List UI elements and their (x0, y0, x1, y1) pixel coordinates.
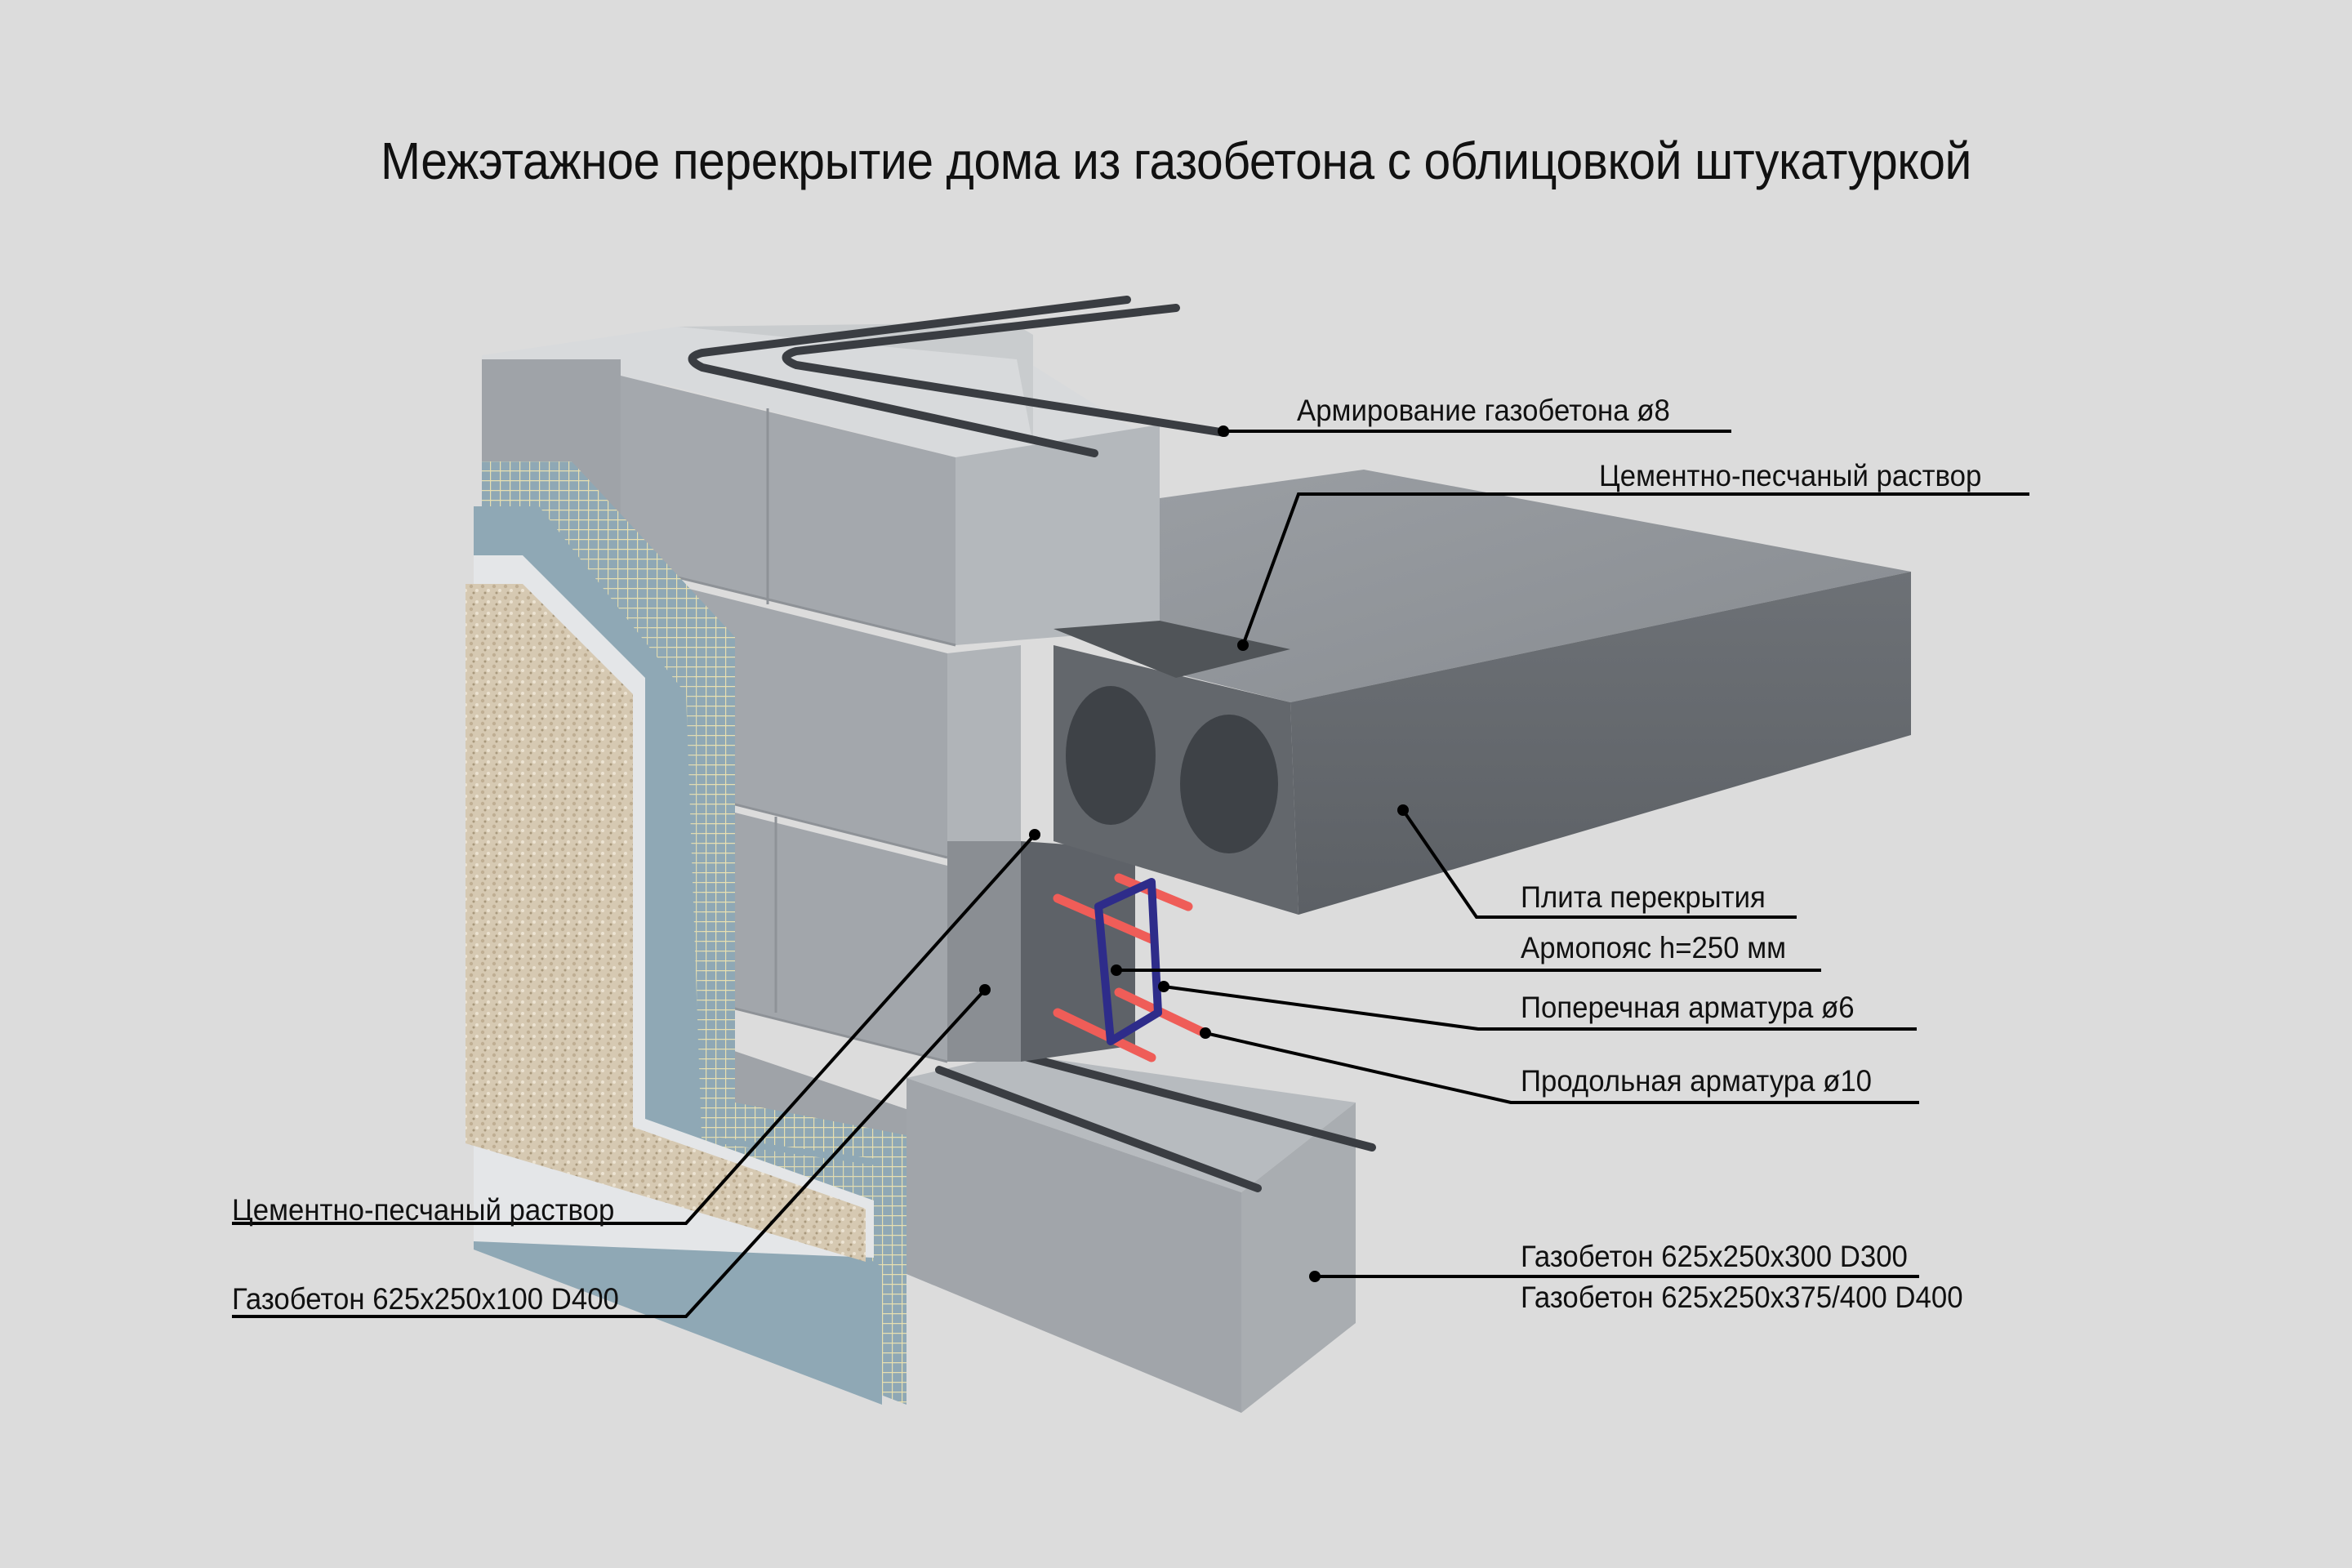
label-floor-slab: Плита перекрытия (1521, 880, 1766, 914)
slab-hollow-2 (1180, 715, 1278, 853)
slab-top (1160, 470, 1911, 702)
mortar-bed-top (1054, 621, 1290, 678)
top-rebar-1 (688, 296, 1131, 457)
leader-longitudinal (1205, 1031, 1919, 1104)
label-longitudinal-rebar: Продольная арматура ø10 (1521, 1064, 1873, 1098)
leader-floor-slab (1401, 808, 1797, 919)
slab-front (1290, 572, 1911, 915)
lower-rebar-1 (935, 1066, 1262, 1192)
label-mortar-left: Цементно-песчаный раствор (232, 1193, 615, 1227)
upper-wall-top-back (678, 323, 1033, 445)
leader-dot (1111, 964, 1122, 976)
upper-wall-block-right (956, 425, 1160, 645)
slab-hollow-1 (1066, 686, 1156, 825)
leader-facing-block (232, 988, 987, 1318)
leader-dot (1237, 639, 1249, 651)
leader-dot (979, 984, 991, 996)
ring-beam-side (947, 841, 1021, 1062)
leader-lines (232, 430, 2029, 1318)
label-wall-block-1: Газобетон 625x250x300 D300 (1521, 1240, 1908, 1273)
leader-dot (1200, 1027, 1211, 1039)
top-rebar (688, 296, 1229, 457)
long-rebar-2 (1053, 893, 1156, 944)
label-facing-block: Газобетон 625x250x100 D400 (232, 1282, 619, 1316)
label-ring-beam: Армопояс h=250 мм (1521, 931, 1787, 964)
leader-transverse (1163, 985, 1917, 1031)
upper-wall-front-face (621, 376, 956, 645)
leader-dot (1397, 804, 1409, 816)
leader-dot (1029, 829, 1040, 840)
diagram-title: Межэтажное перекрытие дома из газобетона… (381, 131, 1971, 190)
leader-mortar-left (232, 833, 1036, 1225)
lower-wall (906, 1049, 1376, 1413)
transverse-stirrup (1094, 878, 1162, 1045)
leader-dot (1218, 425, 1229, 437)
label-transverse-rebar: Поперечная арматура ø6 (1521, 991, 1855, 1024)
label-wall-block-2: Газобетон 625x250x375/400 D400 (1521, 1281, 1963, 1314)
floor-slab (1054, 470, 1911, 915)
label-mortar-top: Цементно-песчаный раствор (1599, 459, 1982, 492)
leader-dot (1158, 981, 1169, 992)
lower-block-right-face (1241, 1102, 1356, 1413)
leader-dots (979, 425, 1409, 1282)
lower-block-top (906, 1054, 1356, 1192)
long-rebar-4 (1053, 1008, 1156, 1062)
upper-wall-course-2-edge (947, 645, 1021, 858)
facade-finish-layers (466, 461, 906, 1405)
leader-dot (1309, 1271, 1321, 1282)
decorative-plaster-layer (466, 584, 866, 1262)
mesh-strip (539, 506, 894, 1274)
label-rebar-top: Армирование газобетона ø8 (1297, 394, 1670, 427)
lower-block-left-face (906, 1078, 1241, 1413)
rebar-cage (1053, 873, 1209, 1062)
leader-mortar-top (1241, 492, 2029, 646)
top-rebar-2 (782, 304, 1229, 437)
lower-rebar-2 (1009, 1049, 1376, 1152)
